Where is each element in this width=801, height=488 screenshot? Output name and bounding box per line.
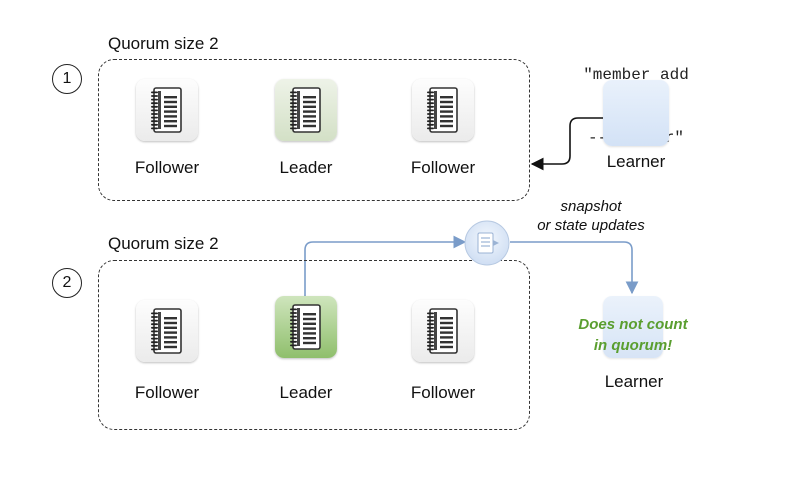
quorum1-leader-label: Leader	[279, 158, 333, 177]
quorum2-follower-1-label: Follower	[134, 383, 200, 402]
notebook-icon	[151, 308, 182, 354]
note-line-2: in quorum!	[593, 337, 673, 354]
learner-icon	[603, 80, 669, 146]
snapshot-to-learner-line	[510, 241, 639, 295]
quorum2-follower-1-icon	[136, 300, 198, 362]
quorum2-leader-label: Leader	[279, 383, 333, 402]
notebook-icon	[427, 308, 458, 354]
command-line-1: "member add	[583, 66, 689, 84]
step-2-badge: 2	[52, 268, 82, 298]
quorum1-follower-1-label: Follower	[134, 158, 200, 177]
quorum1-follower-2-label: Follower	[410, 158, 476, 177]
learner2-label: Learner	[604, 372, 664, 391]
quorum1-follower-1-icon	[136, 79, 198, 141]
note-line-1: Does not count	[578, 316, 688, 333]
quorum2-follower-2-label: Follower	[410, 383, 476, 402]
quorum1-box	[98, 59, 530, 201]
notebook-icon	[290, 304, 321, 350]
step-1-badge: 1	[52, 64, 82, 94]
learner2-icon	[603, 296, 663, 358]
quorum2-leader-icon	[275, 296, 337, 358]
join-arrow	[530, 117, 603, 171]
notebook-icon	[427, 87, 458, 133]
not-count-note: Does not count in quorum!	[553, 314, 713, 356]
quorum1-title: Quorum size 2	[108, 34, 219, 53]
quorum2-follower-2-icon	[412, 300, 474, 362]
quorum2-box	[98, 260, 530, 430]
quorum1-leader-icon	[275, 79, 337, 141]
quorum1-follower-2-icon	[412, 79, 474, 141]
notebook-icon	[290, 87, 321, 133]
notebook-icon	[151, 87, 182, 133]
document-transfer-icon	[464, 220, 510, 266]
leader-to-snapshot-line	[304, 235, 467, 296]
snapshot-label: snapshot or state updates	[520, 197, 662, 235]
learner-label: Learner	[606, 152, 666, 171]
quorum2-title: Quorum size 2	[108, 234, 219, 253]
snapshot-line-1: snapshot	[560, 198, 622, 215]
snapshot-line-2: or state updates	[537, 217, 645, 234]
